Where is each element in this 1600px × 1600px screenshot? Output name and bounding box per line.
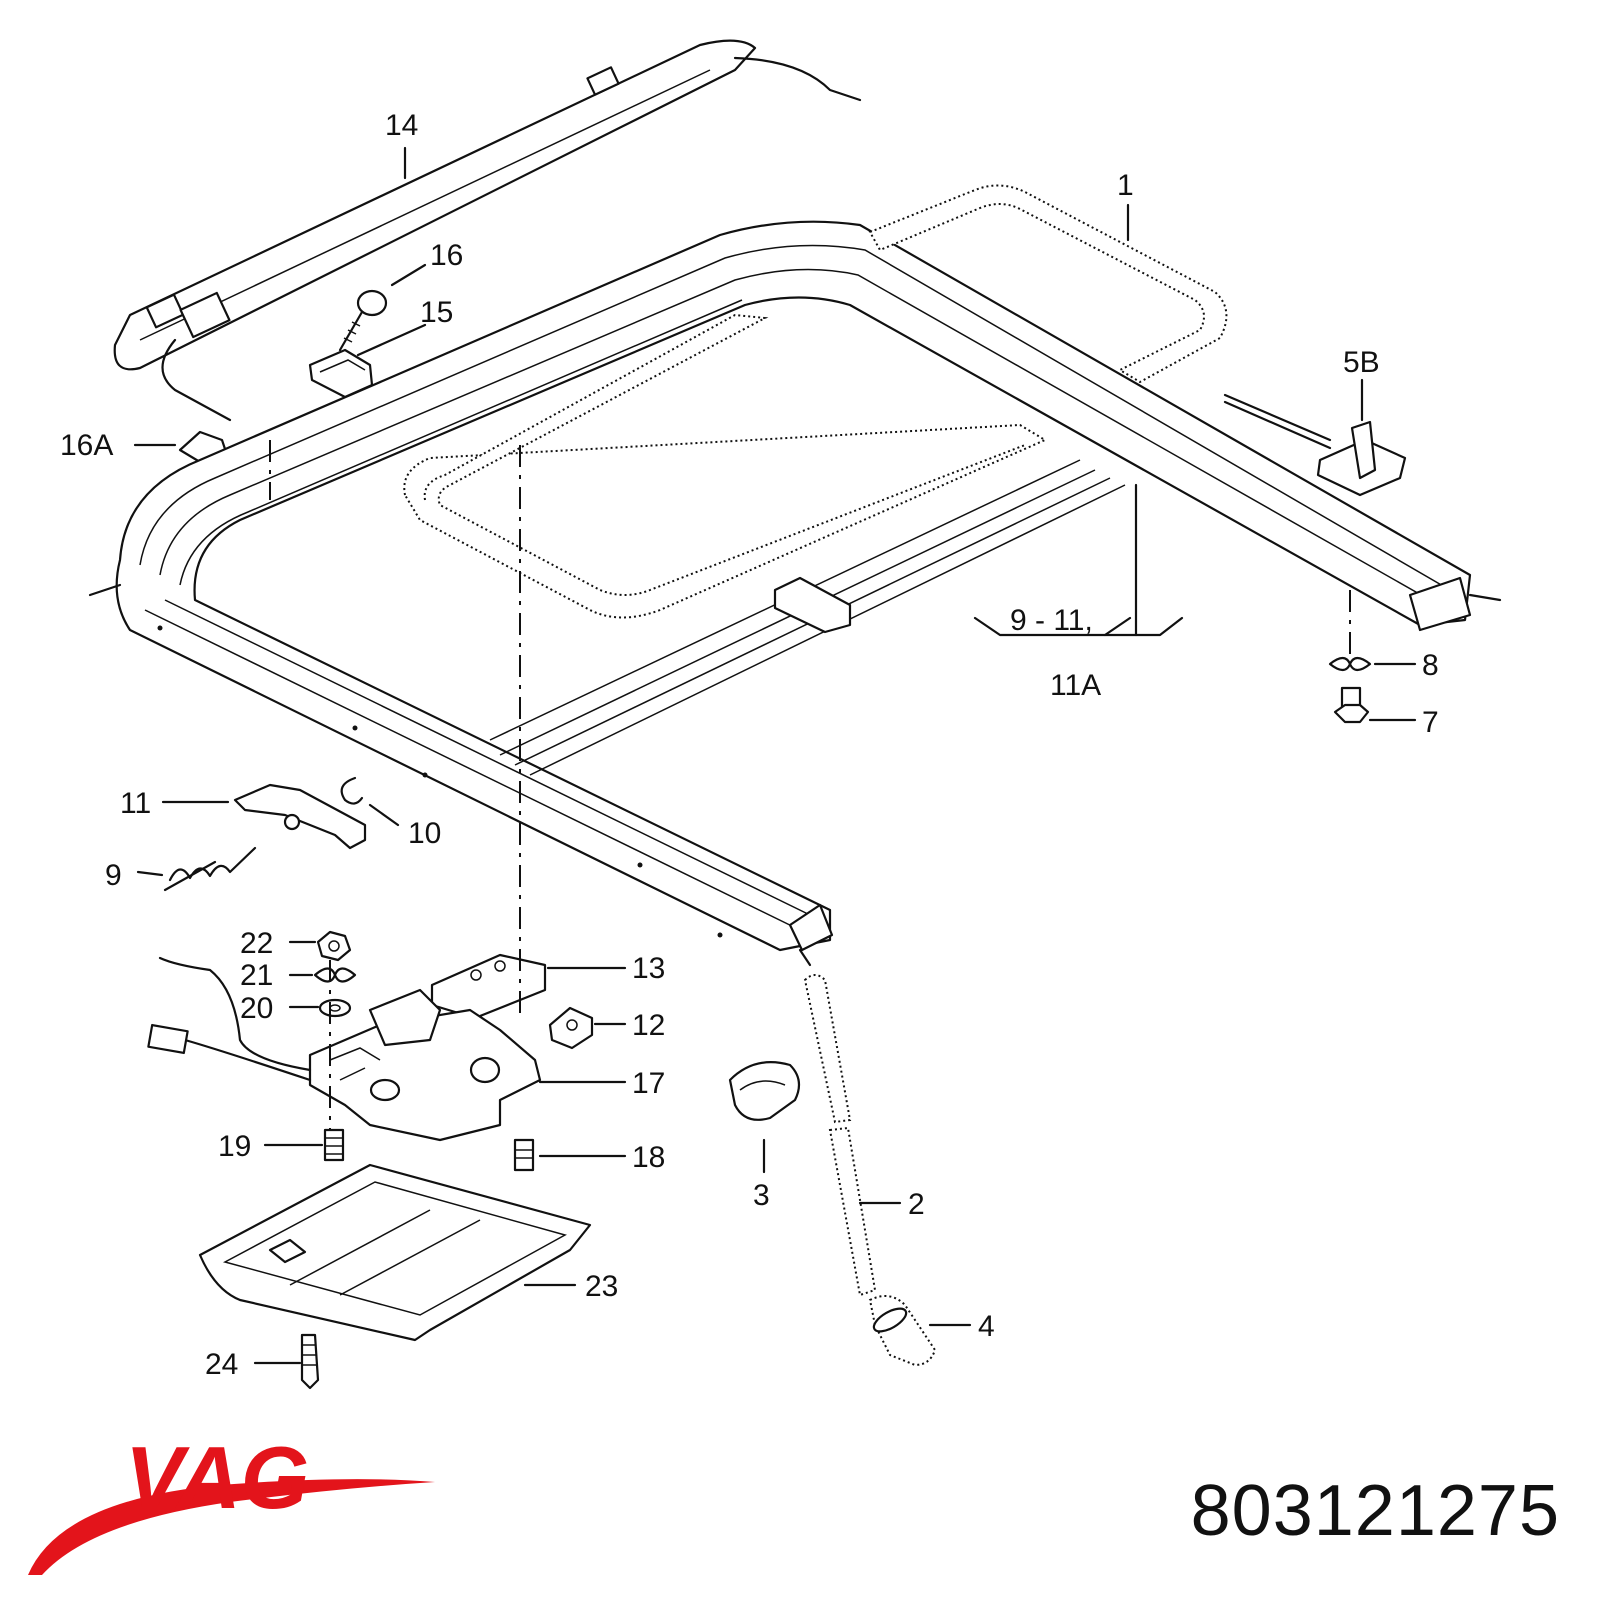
callout-10: 10	[408, 817, 441, 850]
callout-9-11: 9 - 11,	[1010, 604, 1093, 637]
callout-8: 8	[1422, 649, 1439, 682]
callout-11a: 11A	[1050, 669, 1101, 702]
callout-23: 23	[585, 1270, 618, 1303]
callout-13: 13	[632, 952, 665, 985]
logo-text: VAG	[125, 1430, 309, 1527]
callout-19: 19	[218, 1130, 251, 1163]
part-1-seal	[403, 184, 1228, 619]
callout-22: 22	[240, 927, 273, 960]
callout-16a: 16A	[60, 429, 113, 462]
part-17-motor	[147, 956, 542, 1142]
vag-logo: VAG	[28, 1430, 435, 1575]
part-10-clip	[340, 776, 364, 805]
part-13-pad	[430, 953, 547, 1020]
callout-4: 4	[978, 1310, 995, 1343]
callout-18: 18	[632, 1141, 665, 1174]
part-21-washer	[313, 967, 357, 983]
callout-3: 3	[753, 1179, 770, 1212]
callout-20: 20	[240, 992, 273, 1025]
leader-lines	[133, 146, 1417, 1365]
part-23-cover	[198, 1163, 592, 1342]
callout-21: 21	[240, 959, 273, 992]
part-14-deflector	[113, 39, 862, 422]
part-16-pin	[338, 289, 388, 352]
part-11-lever	[233, 783, 367, 850]
part-12-clip	[548, 1006, 594, 1050]
part-9-spring	[163, 846, 257, 892]
callout-12: 12	[632, 1009, 665, 1042]
callout-11: 11	[120, 787, 151, 820]
callout-labels: 14 1 16 15 16A 5B 9 - 11, 11A 8 7 11 10 …	[60, 109, 1439, 1381]
part-5b-drive	[1223, 393, 1407, 497]
sunroof-frame	[88, 220, 1502, 967]
callout-7: 7	[1422, 706, 1439, 739]
callout-14: 14	[385, 109, 418, 142]
part-4-grommet	[868, 1295, 937, 1367]
callout-2: 2	[908, 1188, 925, 1221]
callout-5b: 5B	[1343, 346, 1380, 379]
part-3-clip	[728, 1061, 801, 1121]
part-19-screw	[323, 1128, 345, 1162]
part-2-drain-hose	[803, 974, 877, 1297]
callout-16: 16	[430, 239, 463, 272]
part-7-bolt	[1333, 686, 1370, 724]
callout-9: 9	[105, 859, 122, 892]
part-24-screw	[300, 1333, 320, 1390]
assembly-lines	[269, 440, 1351, 1130]
part-20-washer	[318, 998, 352, 1018]
part-8-washer	[1328, 656, 1372, 672]
logo-swoosh	[28, 1479, 435, 1575]
part-number: 803121275	[1190, 1471, 1560, 1551]
part-18-screw	[513, 1138, 535, 1172]
callout-24: 24	[205, 1348, 238, 1381]
callout-1: 1	[1117, 169, 1134, 202]
part-22-nut	[316, 930, 352, 962]
callout-15: 15	[420, 296, 453, 329]
callout-17: 17	[632, 1067, 665, 1100]
